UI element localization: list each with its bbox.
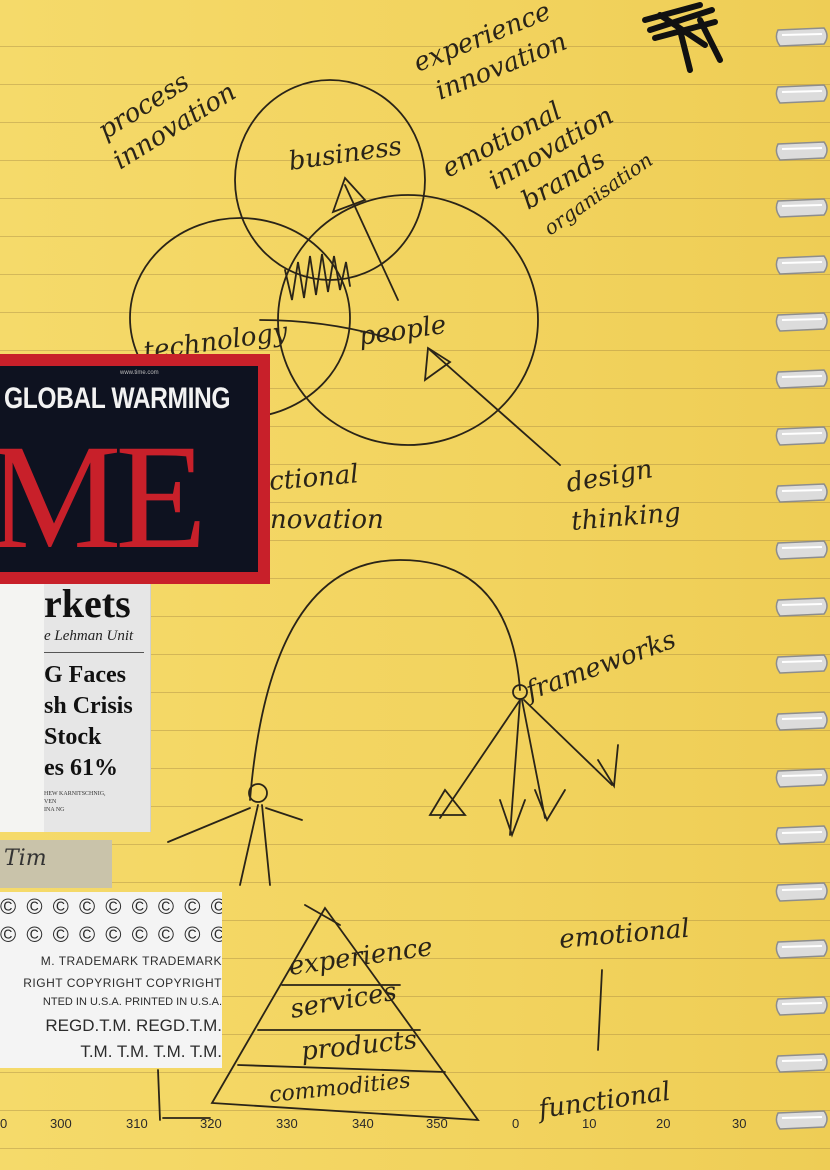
- arrow-to-people: [423, 346, 561, 466]
- time-masthead: ME: [0, 414, 207, 572]
- ruler-number: 20: [656, 1116, 671, 1131]
- note-functional-bottom: functional: [535, 1077, 673, 1125]
- ruler-number: 350: [426, 1116, 448, 1131]
- label-people: people: [357, 310, 448, 352]
- ruler-number: 0: [0, 1116, 8, 1131]
- spiral-ring: [775, 597, 828, 617]
- frameworks-arrows: [428, 699, 619, 838]
- venn-circle-business: [234, 79, 426, 281]
- ruler-number: 0: [512, 1116, 520, 1131]
- ruler-number: 10: [582, 1116, 597, 1131]
- note-emotional: emotional: [558, 914, 691, 955]
- note-functional: ctional: [268, 459, 360, 497]
- newspaper-blank-strip: [0, 584, 44, 832]
- spiral-ring: [775, 882, 828, 902]
- brown-paper-scrap: Tim: [0, 840, 112, 888]
- spiral-ring: [775, 84, 828, 104]
- spiral-ring: [775, 540, 828, 560]
- spiral-ring: [775, 1110, 828, 1130]
- newspaper-title: rkets: [44, 581, 131, 626]
- pyramid-experience: experience: [287, 932, 435, 982]
- newspaper-headline-line: sh Crisis: [44, 693, 133, 719]
- spiral-ring: [775, 198, 828, 218]
- time-headline: GLOBAL WARMING: [4, 382, 231, 415]
- tm-circle-row: © © © © © © © © ©: [0, 922, 222, 947]
- newspaper-subtitle: e Lehman Unit: [44, 628, 134, 644]
- spiral-ring: [775, 654, 828, 674]
- note-thinking: thinking: [570, 498, 682, 537]
- time-magazine-clipping: www.time.com GLOBAL WARMING ME: [0, 354, 270, 584]
- tm-regd-row: REGD.T.M. REGD.T.M.: [45, 1016, 222, 1035]
- arrow-to-business: [331, 176, 399, 301]
- time-cover-strip: www.time.com: [120, 370, 159, 376]
- newspaper-headline-line: G Faces: [44, 662, 126, 688]
- note-design: design: [564, 454, 655, 499]
- brown-paper-text: Tim: [4, 846, 47, 871]
- ruler-number: 310: [126, 1116, 148, 1131]
- spiral-ring: [775, 996, 828, 1016]
- tm-tm-row: T.M. T.M. T.M. T.M.: [80, 1042, 222, 1061]
- tm-copyright-row: RIGHT COPYRIGHT COPYRIGHT: [23, 976, 222, 990]
- newspaper-headline-line: es 61%: [44, 755, 118, 781]
- frameworks-knot: [512, 684, 528, 700]
- newspaper-headline-line: Stock: [44, 724, 102, 750]
- ruler-number: 30: [732, 1116, 747, 1131]
- tm-trademark-row: M. TRADEMARK TRADEMARK: [40, 954, 222, 968]
- note-innovation-4: novation: [270, 505, 384, 535]
- spiral-ring: [775, 312, 828, 332]
- arrow-people-tech: [259, 319, 396, 341]
- pyramid-services: services: [288, 977, 399, 1025]
- ruler-number: 300: [50, 1116, 72, 1131]
- time-cover-panel: www.time.com GLOBAL WARMING ME: [0, 366, 258, 572]
- spiral-ring: [775, 1053, 828, 1073]
- tm-circle-row: © © © © © © © © ©: [0, 894, 222, 919]
- spiral-ring: [775, 141, 828, 161]
- spiral-ring: [775, 255, 828, 275]
- newspaper-clipping: rkets e Lehman Unit G Faces sh Crisis St…: [0, 581, 151, 832]
- spiral-ring: [775, 768, 828, 788]
- person-head: [248, 783, 268, 803]
- spiral-ring: [775, 825, 828, 845]
- person-rays: [167, 804, 303, 886]
- pyramid-products: products: [300, 1025, 419, 1067]
- ruler-number: 330: [276, 1116, 298, 1131]
- pyramid-commodities: commodities: [268, 1068, 412, 1108]
- spiral-ring: [775, 369, 828, 389]
- pyramid-outline: [210, 906, 480, 1122]
- newspaper-headline: G Faces sh Crisis Stock es 61%: [44, 660, 150, 784]
- ruler-number: 340: [352, 1116, 374, 1131]
- spiral-ring: [775, 27, 828, 47]
- venn-hatch: [284, 253, 351, 301]
- arch-curve: [249, 559, 521, 801]
- black-scribble: [642, 2, 723, 73]
- ruler-number: 320: [200, 1116, 222, 1131]
- pyramid-lines: [237, 904, 446, 1073]
- spiral-binding: [775, 27, 828, 1130]
- tm-printed-row: NTED IN U.S.A. PRINTED IN U.S.A.: [42, 996, 222, 1008]
- ruler-tick: [157, 1069, 211, 1121]
- spiral-ring: [775, 426, 828, 446]
- note-frameworks: frameworks: [520, 625, 680, 708]
- spiral-ring: [775, 483, 828, 503]
- spiral-ring: [775, 939, 828, 959]
- newspaper-byline: HEW KARNITSCHNIG, VEN INA NG: [44, 791, 106, 813]
- trademark-sticker-sheet: © © © © © © © © © © © © © © © © © © M. T…: [0, 892, 222, 1068]
- newspaper-rule: [44, 652, 144, 653]
- label-business: business: [287, 131, 404, 177]
- spiral-ring: [775, 711, 828, 731]
- emotional-functional-line: [597, 969, 603, 1051]
